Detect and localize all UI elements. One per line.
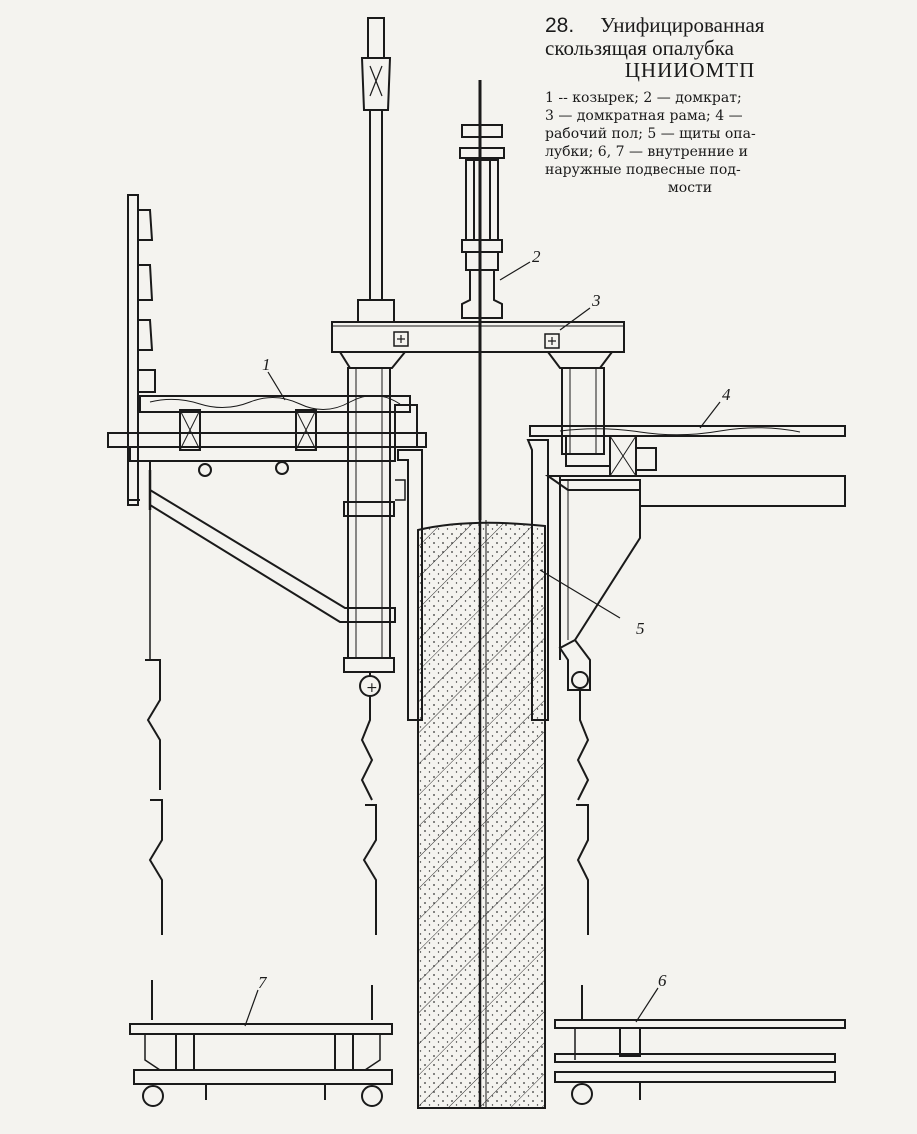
right-hanger xyxy=(576,688,590,1020)
right-post xyxy=(561,367,605,455)
label-1: 1 xyxy=(262,355,271,374)
legend-line-3: рабочий пол; 5 — щиты опа- xyxy=(545,126,756,142)
caption-title: 28. Унифицированная скользящая опалубка Ц… xyxy=(545,14,835,81)
left-outrigger xyxy=(107,432,427,623)
formwork-panels xyxy=(395,439,549,721)
caption-legend: 1 -- козырек; 2 — домкрат; 3 — домкратна… xyxy=(545,89,835,197)
jack xyxy=(459,80,505,520)
left-post: + xyxy=(343,17,395,697)
callout-labels: 1 2 3 4 5 6 7 xyxy=(258,247,731,992)
legend-line-5: наружные подвесные под- xyxy=(545,162,741,178)
legend-line-1: 1 -- козырек; 2 — домкрат; xyxy=(545,90,742,106)
label-5: 5 xyxy=(636,619,645,638)
title-line-1: Унифицированная xyxy=(600,13,765,37)
title-line-2: скользящая опалубка xyxy=(545,36,734,60)
left-hanger-outer xyxy=(145,505,163,1020)
left-hanger-inner xyxy=(360,696,377,1020)
title-line-3: ЦНИИОМТП xyxy=(624,58,756,82)
label-4: 4 xyxy=(722,385,731,404)
concrete-wall xyxy=(417,520,546,1109)
label-2: 2 xyxy=(532,247,541,266)
jack-frame xyxy=(331,321,625,369)
working-floor xyxy=(529,425,846,691)
left-outer-board xyxy=(127,194,156,506)
label-7: 7 xyxy=(258,973,268,992)
outer-scaffold xyxy=(129,1023,393,1107)
canopy xyxy=(139,395,418,451)
legend-line-4: лубки; 6, 7 — внутренние и xyxy=(545,144,748,160)
figure-number: 28. xyxy=(545,14,575,37)
leader-lines xyxy=(244,261,721,1027)
label-3: 3 xyxy=(591,291,601,310)
inner-scaffold xyxy=(554,1019,846,1105)
legend-line-6: мости xyxy=(667,180,713,196)
svg-text:+: + xyxy=(366,680,378,696)
figure-caption: 28. Унифицированная скользящая опалубка Ц… xyxy=(545,14,835,197)
legend-line-2: 3 — домкратная рама; 4 — xyxy=(545,108,743,124)
label-6: 6 xyxy=(658,971,667,990)
